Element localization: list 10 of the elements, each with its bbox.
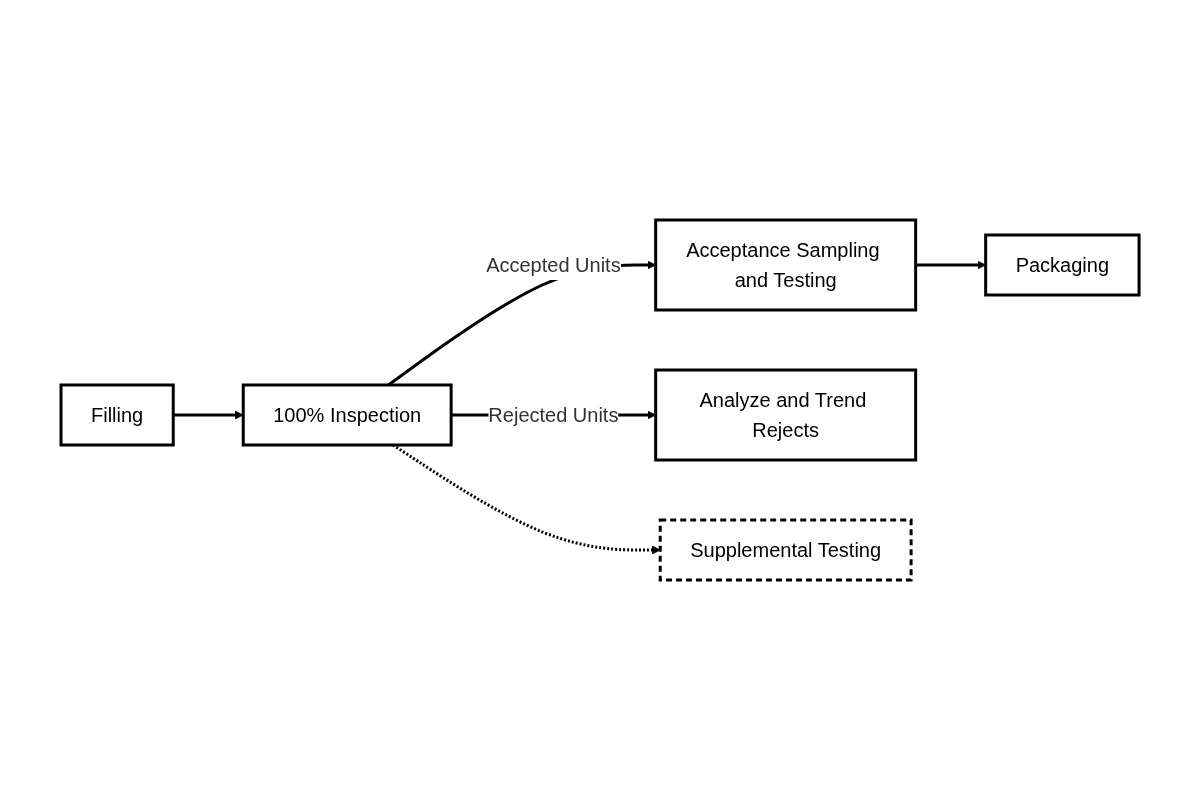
node-box: Acceptance Sampling and Testing	[654, 218, 918, 312]
node-box: 100% Inspection	[241, 383, 453, 447]
node-box: Analyze and Trend Rejects	[654, 368, 918, 462]
arrow	[173, 410, 244, 420]
edge-label: Accepted Units	[486, 254, 621, 276]
node-box: Packaging	[984, 233, 1141, 297]
arrow	[915, 260, 986, 270]
edge-label: Rejected Units	[488, 404, 619, 426]
node-box: Filling	[59, 383, 175, 447]
node-box: Supplemental Testing	[658, 518, 913, 582]
